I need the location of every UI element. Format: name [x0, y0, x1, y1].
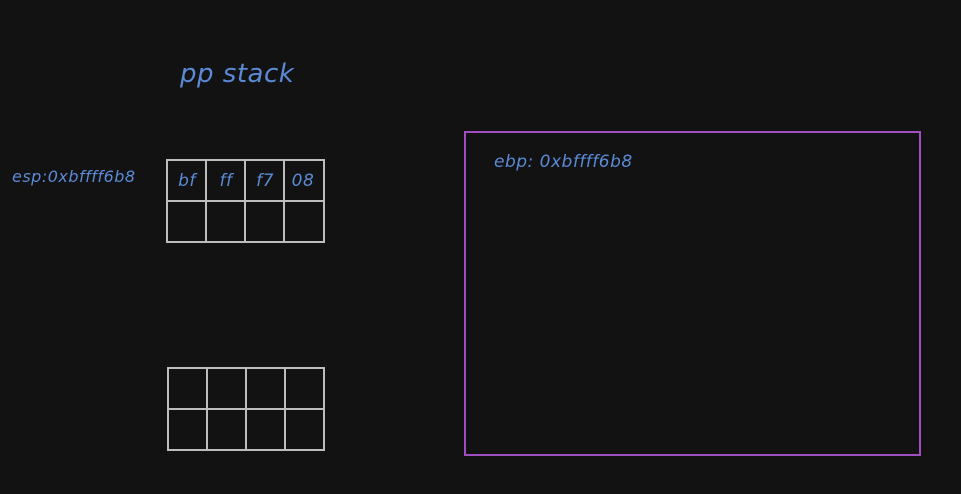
stack-top-byte-1: ff — [220, 171, 235, 191]
stack-top-byte-2: f7 — [256, 171, 274, 191]
ebp-label: ebp: 0xbffff6b8 — [494, 152, 633, 172]
stack-top-byte-0: bf — [178, 171, 198, 191]
esp-label: esp:0xbffff6b8 — [12, 167, 136, 186]
stack-top-byte-3: 08 — [292, 171, 315, 191]
diagram-title: pp stack — [179, 59, 295, 89]
stack-grid-top — [166, 159, 325, 243]
stack-grid-bottom — [167, 367, 325, 451]
stack-top-row1-values: bf ff f7 08 — [178, 171, 314, 191]
ebp-frame — [464, 131, 921, 456]
